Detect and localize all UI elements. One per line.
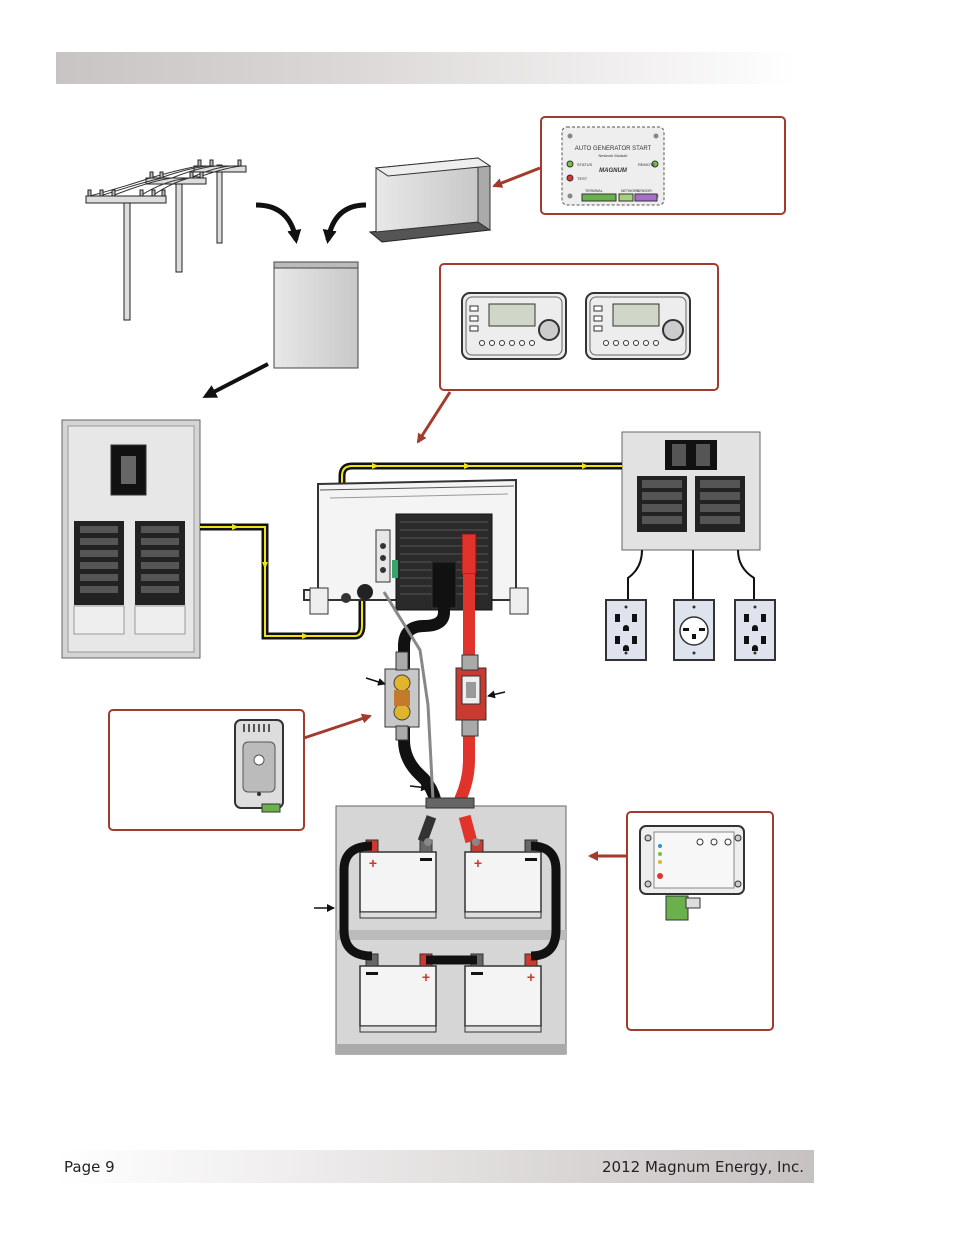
ags-remote-led — [651, 160, 659, 168]
footer-bar: Page 9 2012 Magnum Energy, Inc. — [56, 1150, 814, 1183]
generator-to-switch-arrow — [322, 202, 367, 244]
ags-sensor-label: SENSOR — [637, 189, 652, 193]
battery-bottom-left: + — [359, 953, 437, 1033]
ags-test-label: TEST — [577, 176, 588, 181]
ags-status-label: STATUS — [577, 162, 593, 167]
transfer-switch-icon — [273, 261, 359, 369]
ac-input-wire — [200, 523, 366, 640]
battery-sensor-module — [639, 825, 745, 921]
main-ac-panel — [61, 419, 201, 659]
remote-callout-arrow — [416, 391, 452, 444]
ags-title: AUTO GENERATOR START — [575, 146, 652, 152]
battery-shunt — [384, 651, 420, 741]
ags-brand: MAGNUM — [599, 168, 628, 174]
remote-control-right — [585, 292, 691, 360]
dc-disconnect-breaker — [455, 654, 487, 737]
remote-control-left — [461, 292, 567, 360]
ags-terminal-block — [581, 193, 617, 202]
svg-text:+: + — [527, 969, 535, 985]
svg-text:+: + — [474, 855, 482, 871]
shunt-pointer-arrow — [365, 677, 386, 686]
battery-interconnect-cables — [339, 841, 561, 965]
ags-network-port — [618, 193, 634, 202]
header-bar — [56, 52, 796, 84]
inverter-sub-panel — [621, 431, 761, 551]
ags-module: AUTO GENERATOR START Network Module MAGN… — [561, 126, 665, 206]
inverter-unit — [303, 478, 529, 615]
battery-monitor-callout-arrow — [303, 713, 372, 740]
ags-subtitle: Network Module — [599, 153, 629, 158]
ags-test-button[interactable] — [566, 174, 574, 182]
utility-poles-icon — [85, 159, 247, 321]
utility-to-switch-arrow — [255, 202, 302, 244]
disconnect-pointer-arrow — [487, 690, 506, 699]
ags-terminal-label: TERMINAL — [585, 189, 603, 193]
ags-status-led — [566, 160, 574, 168]
generator-icon — [368, 157, 492, 243]
battery-bank-main-lugs — [417, 814, 480, 846]
svg-text:+: + — [422, 969, 430, 985]
outlet-center-icon — [673, 599, 715, 661]
battery-top-right: + — [464, 839, 542, 919]
outlet-left-icon — [605, 599, 647, 661]
battery-bottom-right: + — [464, 953, 542, 1033]
ags-remote-label: REMOTE — [638, 162, 655, 167]
switch-to-panel-arrow — [202, 362, 269, 398]
ags-network-label: NETWORK — [621, 189, 640, 193]
page-number: Page 9 — [64, 1158, 115, 1176]
svg-text:+: + — [369, 855, 377, 871]
battery-top-left: + — [359, 839, 437, 919]
ags-sensor-port — [634, 193, 658, 202]
outlet-wires — [627, 549, 755, 602]
outlet-right-icon — [734, 599, 776, 661]
ags-callout-arrow — [492, 166, 541, 188]
battery-monitor-kit — [234, 719, 284, 813]
copyright-text: 2012 Magnum Energy, Inc. — [602, 1158, 804, 1176]
temp-sensor-pointer-arrow — [409, 783, 429, 792]
